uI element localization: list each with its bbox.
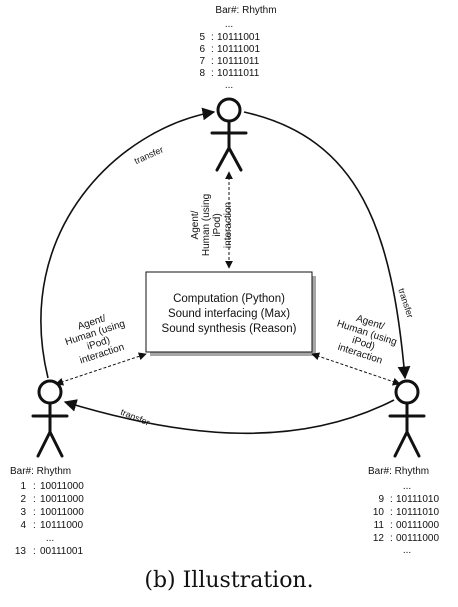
table-bar-number: 9: [378, 494, 384, 505]
interaction-label-left: Agent/ Human (using iPod) interaction: [64, 313, 127, 367]
table-rhythm: 00111001: [40, 546, 83, 557]
center-box-line: Sound synthesis (Reason): [162, 323, 297, 335]
transfer-label-right-left: transfer: [119, 407, 151, 428]
top-person-icon: [210, 97, 248, 172]
top-table-dots: ...: [225, 19, 233, 30]
table-colon: :: [211, 32, 214, 43]
interaction-label-line: iPod): [212, 213, 223, 236]
table-bar-number: 7: [199, 56, 205, 67]
table-rhythm: 10111011: [217, 68, 260, 79]
table-rhythm: 10111010: [396, 494, 439, 505]
table-bar-number: 1: [20, 481, 26, 492]
top-table-header: Bar#: Rhythm: [215, 5, 276, 16]
table-rhythm: 10111011: [217, 56, 260, 67]
table-bar-number: 12: [373, 533, 385, 544]
table-colon: :: [211, 44, 214, 55]
table-rhythm: 10011000: [40, 481, 84, 492]
table-bar-number: 10: [373, 507, 385, 518]
right-person-icon: [388, 379, 426, 458]
table-rhythm: 10011000: [40, 494, 84, 505]
table-bar-number: 11: [374, 520, 385, 531]
table-bar-number: 3: [20, 507, 26, 518]
center-box-line: Computation (Python): [173, 293, 285, 305]
table-bar-number: 8: [199, 68, 205, 79]
table-colon: :: [390, 507, 393, 518]
table-colon: :: [33, 481, 36, 492]
interaction-label-line: Agent/: [190, 210, 201, 239]
interaction-arrow-left: [55, 352, 147, 386]
top-rhythm-table: Bar#: Rhythm ... 5 : 10111001 6 : 101110…: [199, 5, 276, 91]
transfer-arrow-left-to-top: [40, 107, 216, 379]
table-rhythm: 10111001: [217, 32, 260, 43]
table-rhythm: 00111000: [396, 520, 439, 531]
table-colon: :: [390, 494, 393, 505]
interaction-label-line: Human (using: [201, 194, 212, 256]
interaction-label-line: interaction: [223, 202, 234, 248]
interaction-arrow-right: [311, 352, 401, 386]
transfer-label-top-right: transfer: [396, 287, 415, 319]
left-rhythm-table: Bar#: Rhythm 1 : 10011000 2 : 10011000 3…: [10, 466, 84, 557]
table-rhythm: 10011000: [40, 507, 84, 518]
table-colon: :: [211, 56, 214, 67]
table-colon: :: [390, 520, 393, 531]
table-bar-number: 2: [20, 494, 26, 505]
table-bar-number: 6: [199, 44, 205, 55]
left-table-header: Bar#: Rhythm: [10, 466, 71, 477]
left-person-icon: [31, 379, 69, 458]
left-table-dots: ...: [46, 533, 54, 544]
table-colon: :: [33, 494, 36, 505]
interaction-label-right: Agent/ Human (using iPod) interaction: [335, 313, 398, 366]
transfer-arrow-top-to-right: [243, 111, 411, 380]
table-rhythm: 10111010: [396, 507, 439, 518]
right-table-header: Bar#: Rhythm: [368, 466, 429, 477]
table-bar-number: 5: [199, 32, 205, 43]
right-rhythm-table: Bar#: Rhythm ... 9 : 10111010 10 : 10111…: [368, 466, 439, 556]
center-system-box: Computation (Python) Sound interfacing (…: [145, 271, 316, 356]
transfer-label-left-top: transfer: [133, 144, 165, 166]
center-box-line: Sound interfacing (Max): [168, 308, 290, 320]
table-bar-number: 13: [15, 546, 27, 557]
right-table-dots: ...: [403, 545, 411, 556]
right-table-dots: ...: [403, 481, 411, 492]
top-table-dots: ...: [225, 80, 233, 91]
table-colon: :: [211, 68, 214, 79]
transfer-arrow-right-to-left: [63, 399, 395, 435]
table-rhythm: 10111001: [217, 44, 260, 55]
table-bar-number: 4: [20, 520, 26, 531]
table-rhythm: 10111000: [40, 520, 83, 531]
table-rhythm: 00111000: [396, 533, 439, 544]
table-colon: :: [33, 507, 36, 518]
table-colon: :: [390, 533, 393, 544]
table-colon: :: [33, 546, 36, 557]
table-colon: :: [33, 520, 36, 531]
figure-caption: (b) Illustration.: [144, 568, 314, 593]
interaction-label-top: Agent/ Human (using iPod) interaction: [190, 194, 234, 256]
